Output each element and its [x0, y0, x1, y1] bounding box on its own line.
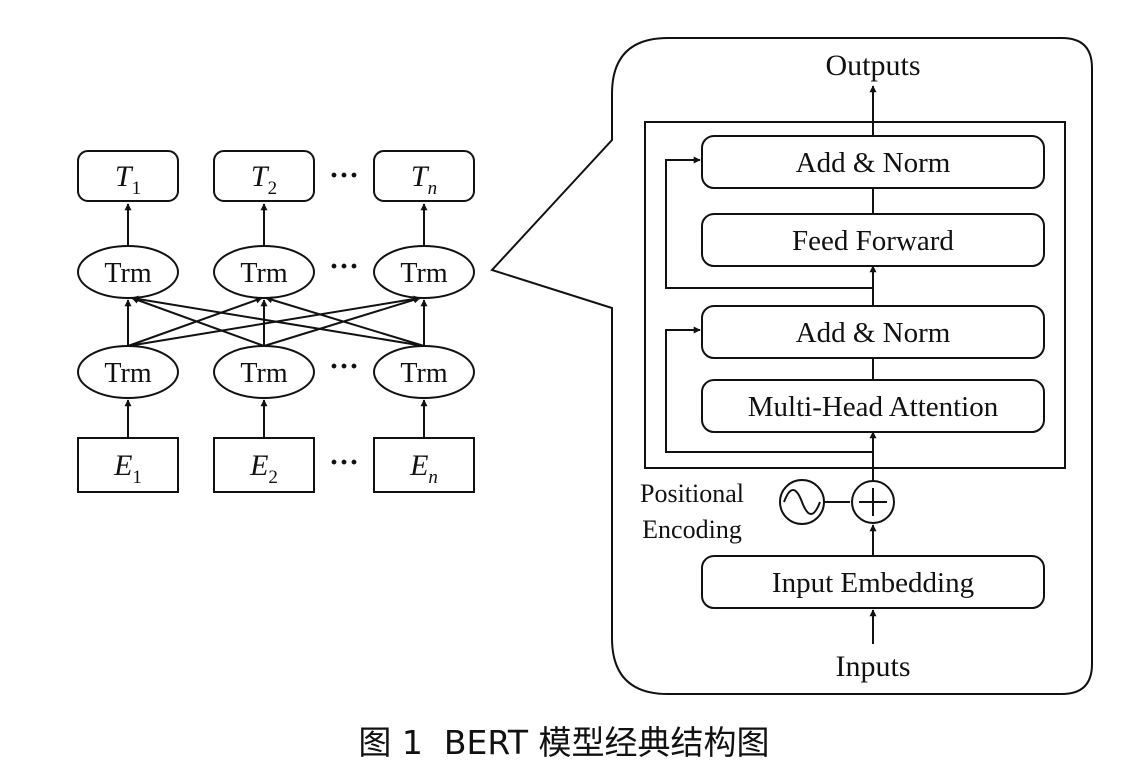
upper-trm-1: Trm	[77, 245, 179, 299]
lower-trm-1: Trm	[77, 345, 179, 399]
lower-trm-2: Trm	[213, 345, 315, 399]
add-norm-top: Add & Norm	[701, 135, 1045, 189]
upper-trm-2: Trm	[213, 245, 315, 299]
cross-connections	[124, 295, 428, 347]
residual-connection-top	[665, 156, 873, 289]
svg-text:Trm: Trm	[400, 358, 447, 389]
svg-text:Tn: Tn	[411, 160, 437, 199]
embedding-en: En	[373, 437, 475, 493]
positional-encoding-label-line2: Encoding	[642, 515, 742, 544]
multi-head-attention-box: Multi-Head Attention	[701, 379, 1045, 433]
ellipsis-outputs: ···	[329, 159, 359, 192]
ellipsis-lower-trm: ···	[329, 350, 359, 383]
output-token-t2: T2	[213, 150, 315, 202]
svg-text:Add & Norm: Add & Norm	[796, 317, 951, 349]
sine-wave-icon	[779, 479, 825, 525]
ellipsis-embeddings: ···	[329, 446, 359, 479]
svg-text:Trm: Trm	[240, 358, 287, 389]
svg-text:Multi-Head Attention: Multi-Head Attention	[748, 391, 999, 423]
residual-connection-bottom	[665, 326, 873, 453]
inputs-label: Inputs	[836, 650, 911, 683]
svg-text:Feed Forward: Feed Forward	[792, 225, 954, 257]
add-norm-bottom: Add & Norm	[701, 305, 1045, 359]
lower-trm-n: Trm	[373, 345, 475, 399]
svg-text:Input Embedding: Input Embedding	[772, 567, 974, 599]
input-embedding-box: Input Embedding	[701, 555, 1045, 609]
output-token-t1: T1	[77, 150, 179, 202]
transformer-detail: Outputs Add & Norm Feed Forward Add & No…	[640, 49, 1066, 683]
output-token-tn: Tn	[373, 150, 475, 202]
encoder-layer-frame	[644, 121, 1066, 469]
svg-text:Trm: Trm	[104, 258, 151, 289]
svg-text:Add & Norm: Add & Norm	[796, 147, 951, 179]
upper-trm-n: Trm	[373, 245, 475, 299]
svg-text:Trm: Trm	[104, 358, 151, 389]
feed-forward-box: Feed Forward	[701, 213, 1045, 267]
bert-stack: T1 T2 Tn ··· Trm Trm Trm ···	[77, 150, 475, 493]
figure-caption: 图 1 BERT 模型经典结构图	[358, 723, 769, 762]
embedding-e2: E2	[213, 437, 315, 493]
svg-text:T1: T1	[115, 160, 141, 199]
callout-bubble	[490, 37, 1093, 695]
svg-text:Trm: Trm	[240, 258, 287, 289]
positional-encoding-label-line1: Positional	[640, 479, 744, 508]
add-circle-icon	[851, 480, 895, 524]
svg-text:En: En	[409, 449, 438, 488]
outputs-label: Outputs	[825, 49, 920, 82]
svg-text:Trm: Trm	[400, 258, 447, 289]
ellipsis-upper-trm: ···	[329, 250, 359, 283]
svg-text:E2: E2	[249, 449, 278, 488]
svg-text:E1: E1	[113, 449, 142, 488]
embedding-e1: E1	[77, 437, 179, 493]
svg-text:T2: T2	[251, 160, 277, 199]
